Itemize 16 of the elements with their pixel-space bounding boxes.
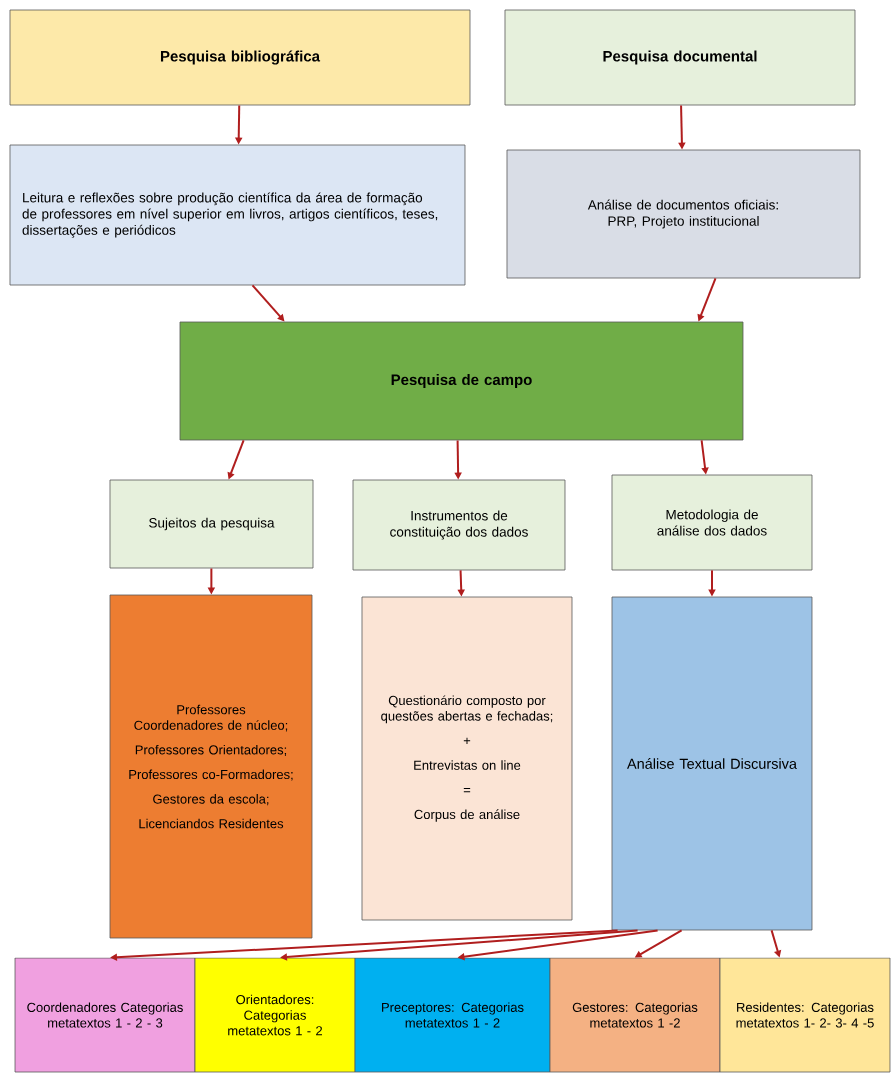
category-box: Instrumentos de constituição dos dados [352,479,566,571]
result-box: Residentes: Categorias metatextos 1- 2- 3- 4 -5 [719,957,891,1073]
text-box: Análise de documentos oficiais: PRP, Projeto institucional [506,149,861,279]
title-box: Pesquisa bibliográfica [9,9,471,106]
result-box: Preceptores: Categorias metatextos 1 - 2 [354,957,551,1073]
list-box: Questionário composto por questões abertas e fechadas; + Entrevistas on line = Corpus de análise [361,596,573,921]
method-box: Análise Textual Discursiva [611,596,813,931]
text-box: Leitura e reflexões sobre produção científica da área de formação de professores em nível superior em livros, artigos científicos, teses, dissertações e periódicos [9,144,466,286]
process-box: Pesquisa de campo [179,321,744,441]
result-box: Coordenadores Categorias metatextos 1 - 2 - 3 [14,957,196,1073]
title-box: Pesquisa documental [504,9,856,106]
list-box: Professores Coordenadores de núcleo; Professores Orientadores; Professores co-Formadores; Gestores da escola; Licenciandos Residentes [109,594,313,939]
result-box: Gestores: Categorias metatextos 1 -2 [549,957,721,1073]
category-box: Sujeitos da pesquisa [109,479,314,569]
result-box: Orientadores: Categorias metatextos 1 - 2 [194,957,356,1073]
category-box: Metodologia de análise dos dados [611,474,813,571]
